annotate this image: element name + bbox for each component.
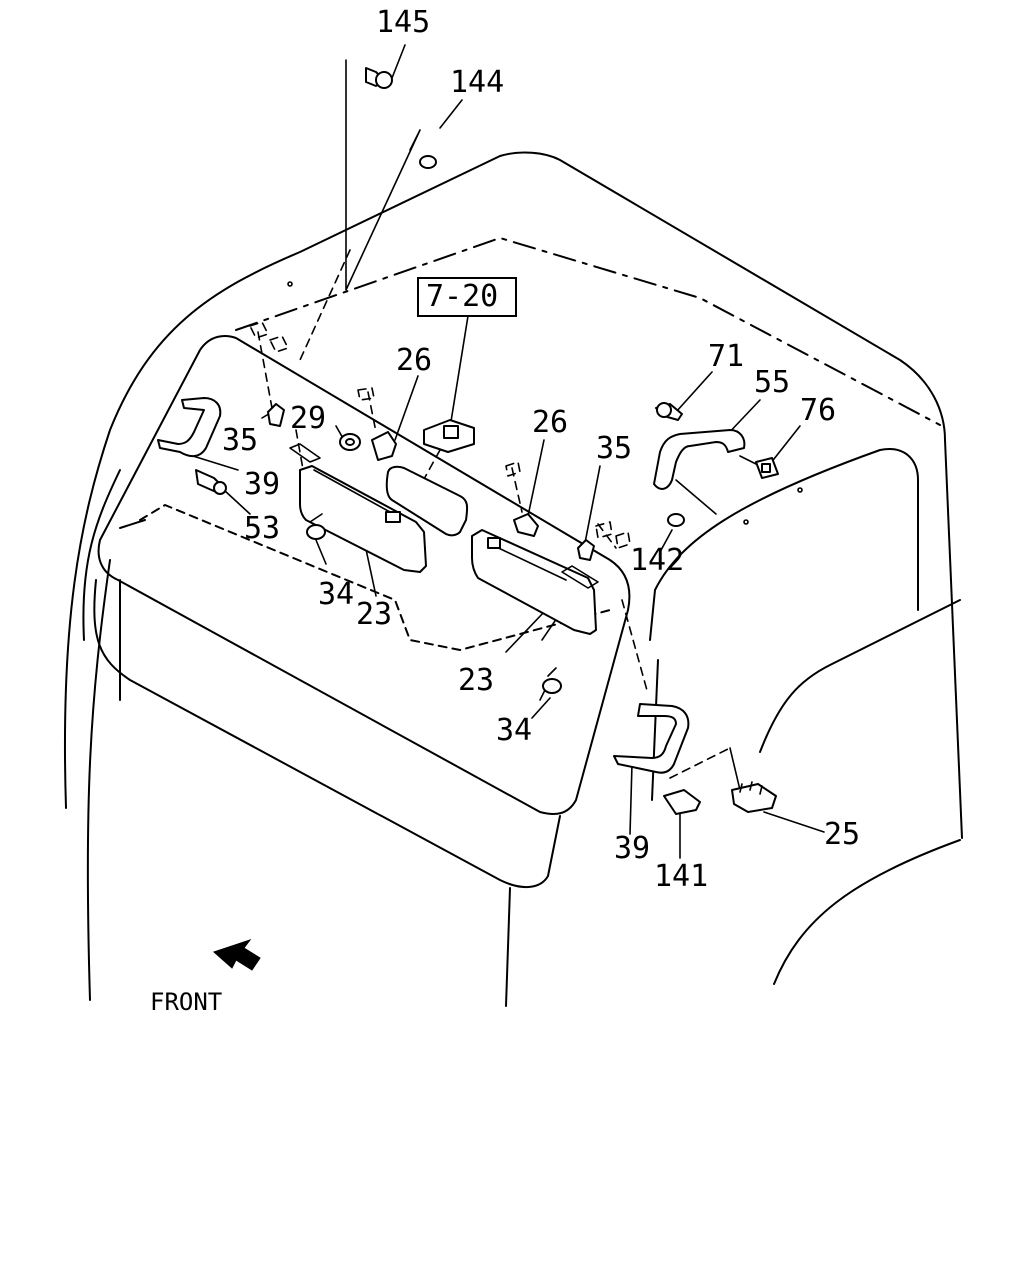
callout-labels: 145 144 7-20 26 29 35 39 53 34 23 26 35 … — [222, 5, 860, 894]
callout-39-left: 39 — [244, 467, 280, 502]
holder-35-right-icon — [577, 539, 595, 561]
front-direction-indicator: FRONT — [150, 939, 261, 1016]
callout-76: 76 — [800, 393, 836, 428]
roof-hole-small — [287, 281, 293, 287]
plug-144-icon — [419, 155, 437, 169]
parts — [157, 67, 803, 815]
grommet-29-icon — [339, 433, 361, 451]
bolt-71-icon — [655, 402, 683, 421]
side-hole-1 — [743, 519, 749, 525]
callout-29: 29 — [290, 401, 326, 436]
knob-34-left-icon — [306, 513, 326, 540]
callout-34-right: 34 — [496, 713, 532, 748]
callout-141: 141 — [654, 859, 708, 894]
clip-26-right-icon — [513, 513, 539, 537]
assist-grip-55-icon — [653, 429, 746, 490]
callout-35-right: 35 — [596, 431, 632, 466]
callout-55: 55 — [754, 365, 790, 400]
callout-23-left: 23 — [356, 597, 392, 632]
callout-35-left: 35 — [222, 423, 258, 458]
assist-grip-39-right-icon — [613, 703, 690, 774]
dome-lamp-icon — [423, 419, 475, 453]
clip-141-icon — [663, 789, 701, 815]
bracket-25-icon — [731, 781, 777, 813]
holder-35-left-icon — [267, 403, 285, 427]
callout-26-right: 26 — [532, 405, 568, 440]
front-label: FRONT — [150, 988, 222, 1016]
rear-view-mirror-icon — [385, 465, 469, 537]
reference-box-7-20 — [417, 277, 517, 317]
assist-grip-39-left-icon — [157, 397, 222, 458]
roof-holes-left — [249, 321, 289, 353]
leader-lines — [179, 44, 825, 859]
bolt-53-icon — [195, 469, 227, 495]
roof-holes-center — [357, 387, 521, 477]
screw-145-icon — [365, 67, 393, 89]
callout-23-right: 23 — [458, 663, 494, 698]
callout-144: 144 — [450, 65, 504, 100]
callout-145: 145 — [376, 5, 430, 40]
sun-visor-right-icon — [471, 529, 599, 635]
callout-71: 71 — [708, 339, 744, 374]
callout-53: 53 — [244, 511, 280, 546]
side-hole-2 — [797, 487, 803, 493]
sun-visor-left-icon — [289, 443, 427, 573]
callout-142: 142 — [630, 543, 684, 578]
roof-holes-right — [595, 521, 631, 549]
clip-26-left-icon — [371, 431, 397, 461]
plug-142-icon — [667, 513, 685, 527]
callout-34-left: 34 — [318, 577, 354, 612]
clip-76-icon — [755, 457, 779, 479]
callout-39-right: 39 — [614, 831, 650, 866]
callout-25: 25 — [824, 817, 860, 852]
knob-34-right-icon — [542, 667, 562, 694]
callout-7-20: 7-20 — [426, 279, 498, 314]
cab-body-outline — [63, 151, 963, 1007]
front-arrow-icon — [213, 939, 261, 971]
callout-26-left: 26 — [396, 343, 432, 378]
